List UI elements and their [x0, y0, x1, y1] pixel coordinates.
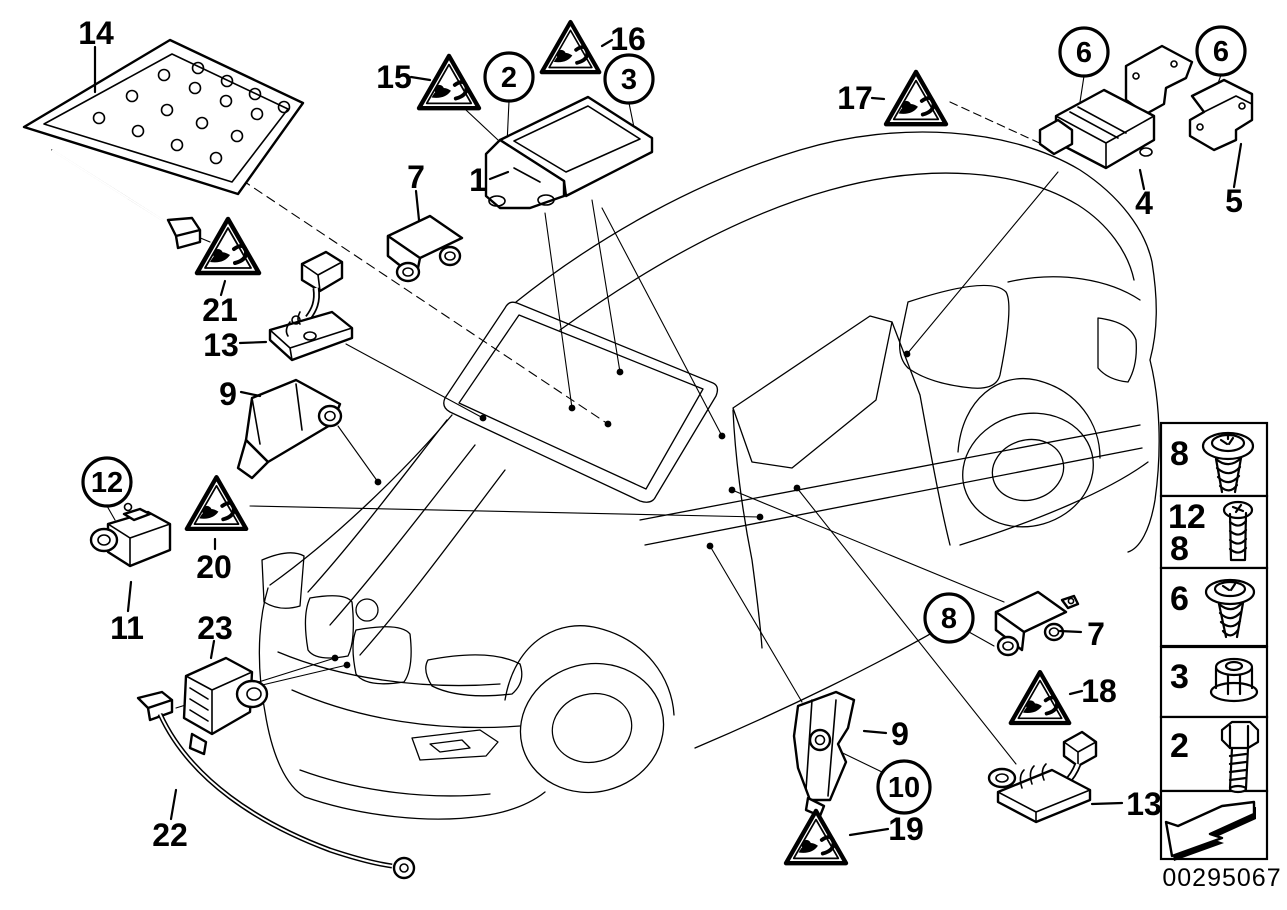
mount-point-dots	[331, 350, 911, 669]
circled-callout-12[interactable]: 12	[81, 456, 133, 508]
callout-label-13-bottom[interactable]: 13	[1126, 786, 1162, 822]
callout-label-14[interactable]: 14	[78, 15, 114, 51]
part-22-impact-sensor-cable	[136, 690, 416, 880]
part-11-sensor	[89, 502, 172, 568]
callout-label-11[interactable]: 11	[110, 610, 144, 646]
circled-callout-10[interactable]: 10	[876, 759, 932, 815]
circled-callout-2[interactable]: 2	[483, 51, 535, 103]
warning-triangle-17	[886, 72, 946, 124]
callout-label-21[interactable]: 21	[202, 292, 238, 328]
circled-callout-6-left[interactable]: 6	[1058, 26, 1110, 78]
sensor-mat-holes	[92, 61, 291, 165]
airbag-warning-icon	[419, 56, 479, 108]
long-screw-icon-12-8	[1222, 500, 1254, 562]
callout-number[interactable]: 6	[1076, 37, 1092, 69]
callout-label-22[interactable]: 22	[152, 817, 188, 853]
leader-lines	[106, 74, 1222, 773]
direction-arrow-icon	[1164, 800, 1256, 861]
airbag-warning-icon	[187, 477, 246, 529]
legend-row-screw-12-8	[1159, 494, 1269, 570]
fastener-legend: 8 12 8 6 3 2	[1159, 421, 1269, 861]
legend-row-nut-3	[1159, 645, 1269, 719]
circled-callout-6-right[interactable]: 6	[1195, 25, 1247, 77]
screw-washer-icon-6	[1204, 578, 1256, 639]
part-9-sensor-bpillar	[792, 690, 856, 818]
callout-label-17[interactable]: 17	[837, 80, 873, 116]
callout-label-13-left[interactable]: 13	[203, 327, 239, 363]
warning-triangle-18	[1011, 672, 1069, 723]
label-ticks	[93, 38, 1243, 837]
image-number: 00295067	[1162, 864, 1281, 892]
callout-label-7-right[interactable]: 7	[1087, 616, 1105, 652]
part-7-sensor-rear	[994, 590, 1080, 657]
airbag-warning-icon	[786, 811, 846, 863]
callout-number[interactable]: 3	[621, 64, 637, 96]
warning-triangle-21	[197, 219, 259, 273]
part-4-control-module	[1038, 44, 1194, 170]
callout-number[interactable]: 2	[501, 62, 517, 94]
part-1-airbag-control-unit	[484, 95, 654, 210]
car-body-outline	[258, 131, 1160, 820]
part-9-sensor-front	[236, 378, 343, 480]
callout-number[interactable]: 8	[941, 603, 957, 635]
part-5-bracket	[1188, 78, 1254, 152]
part-7-sensor-front	[386, 214, 464, 283]
callout-number[interactable]: 12	[91, 467, 123, 499]
bolt-icon-2	[1220, 720, 1260, 794]
screw-washer-icon-8	[1201, 431, 1255, 494]
callout-label-16[interactable]: 16	[610, 21, 646, 57]
legend-number-3[interactable]: 3	[1170, 658, 1189, 696]
part-13-buckle-sensor-front	[268, 250, 354, 362]
legend-number-8[interactable]: 8	[1170, 435, 1189, 473]
callout-label-15[interactable]: 15	[376, 59, 412, 95]
warning-triangle-15	[419, 56, 479, 108]
airbag-warning-icon	[197, 219, 259, 273]
callout-label-9-left[interactable]: 9	[219, 376, 237, 412]
warning-triangle-19	[786, 811, 846, 863]
callout-label-1[interactable]: 1	[469, 162, 487, 198]
circled-callout-3[interactable]: 3	[603, 53, 655, 105]
part-13-buckle-sensor-rear	[987, 730, 1098, 824]
airbag-warning-icon	[886, 72, 946, 124]
callout-number[interactable]: 6	[1213, 36, 1229, 68]
part-14-seat-sensor-mat	[22, 38, 305, 250]
callout-label-5[interactable]: 5	[1225, 183, 1243, 219]
callout-label-9-bottom[interactable]: 9	[891, 716, 909, 752]
callout-label-20[interactable]: 20	[196, 549, 232, 585]
airbag-warning-icon	[542, 22, 600, 72]
callout-label-19[interactable]: 19	[888, 811, 924, 847]
warning-triangle-20	[187, 477, 246, 529]
callout-label-7-top[interactable]: 7	[407, 159, 425, 195]
callout-label-23[interactable]: 23	[197, 610, 233, 646]
legend-number-6[interactable]: 6	[1170, 580, 1189, 618]
warning-triangle-16	[542, 22, 600, 72]
callout-label-4[interactable]: 4	[1135, 185, 1153, 221]
legend-number-8b[interactable]: 8	[1170, 530, 1189, 568]
legend-number-12[interactable]: 12	[1168, 498, 1206, 536]
circled-callout-8[interactable]: 8	[923, 592, 975, 644]
legend-number-2[interactable]: 2	[1170, 727, 1189, 765]
airbag-warning-icon	[1011, 672, 1069, 723]
part-23-sensor	[182, 656, 269, 756]
callout-number[interactable]: 10	[888, 772, 920, 804]
callout-label-18[interactable]: 18	[1081, 673, 1117, 709]
nut-icon-3	[1209, 657, 1259, 703]
